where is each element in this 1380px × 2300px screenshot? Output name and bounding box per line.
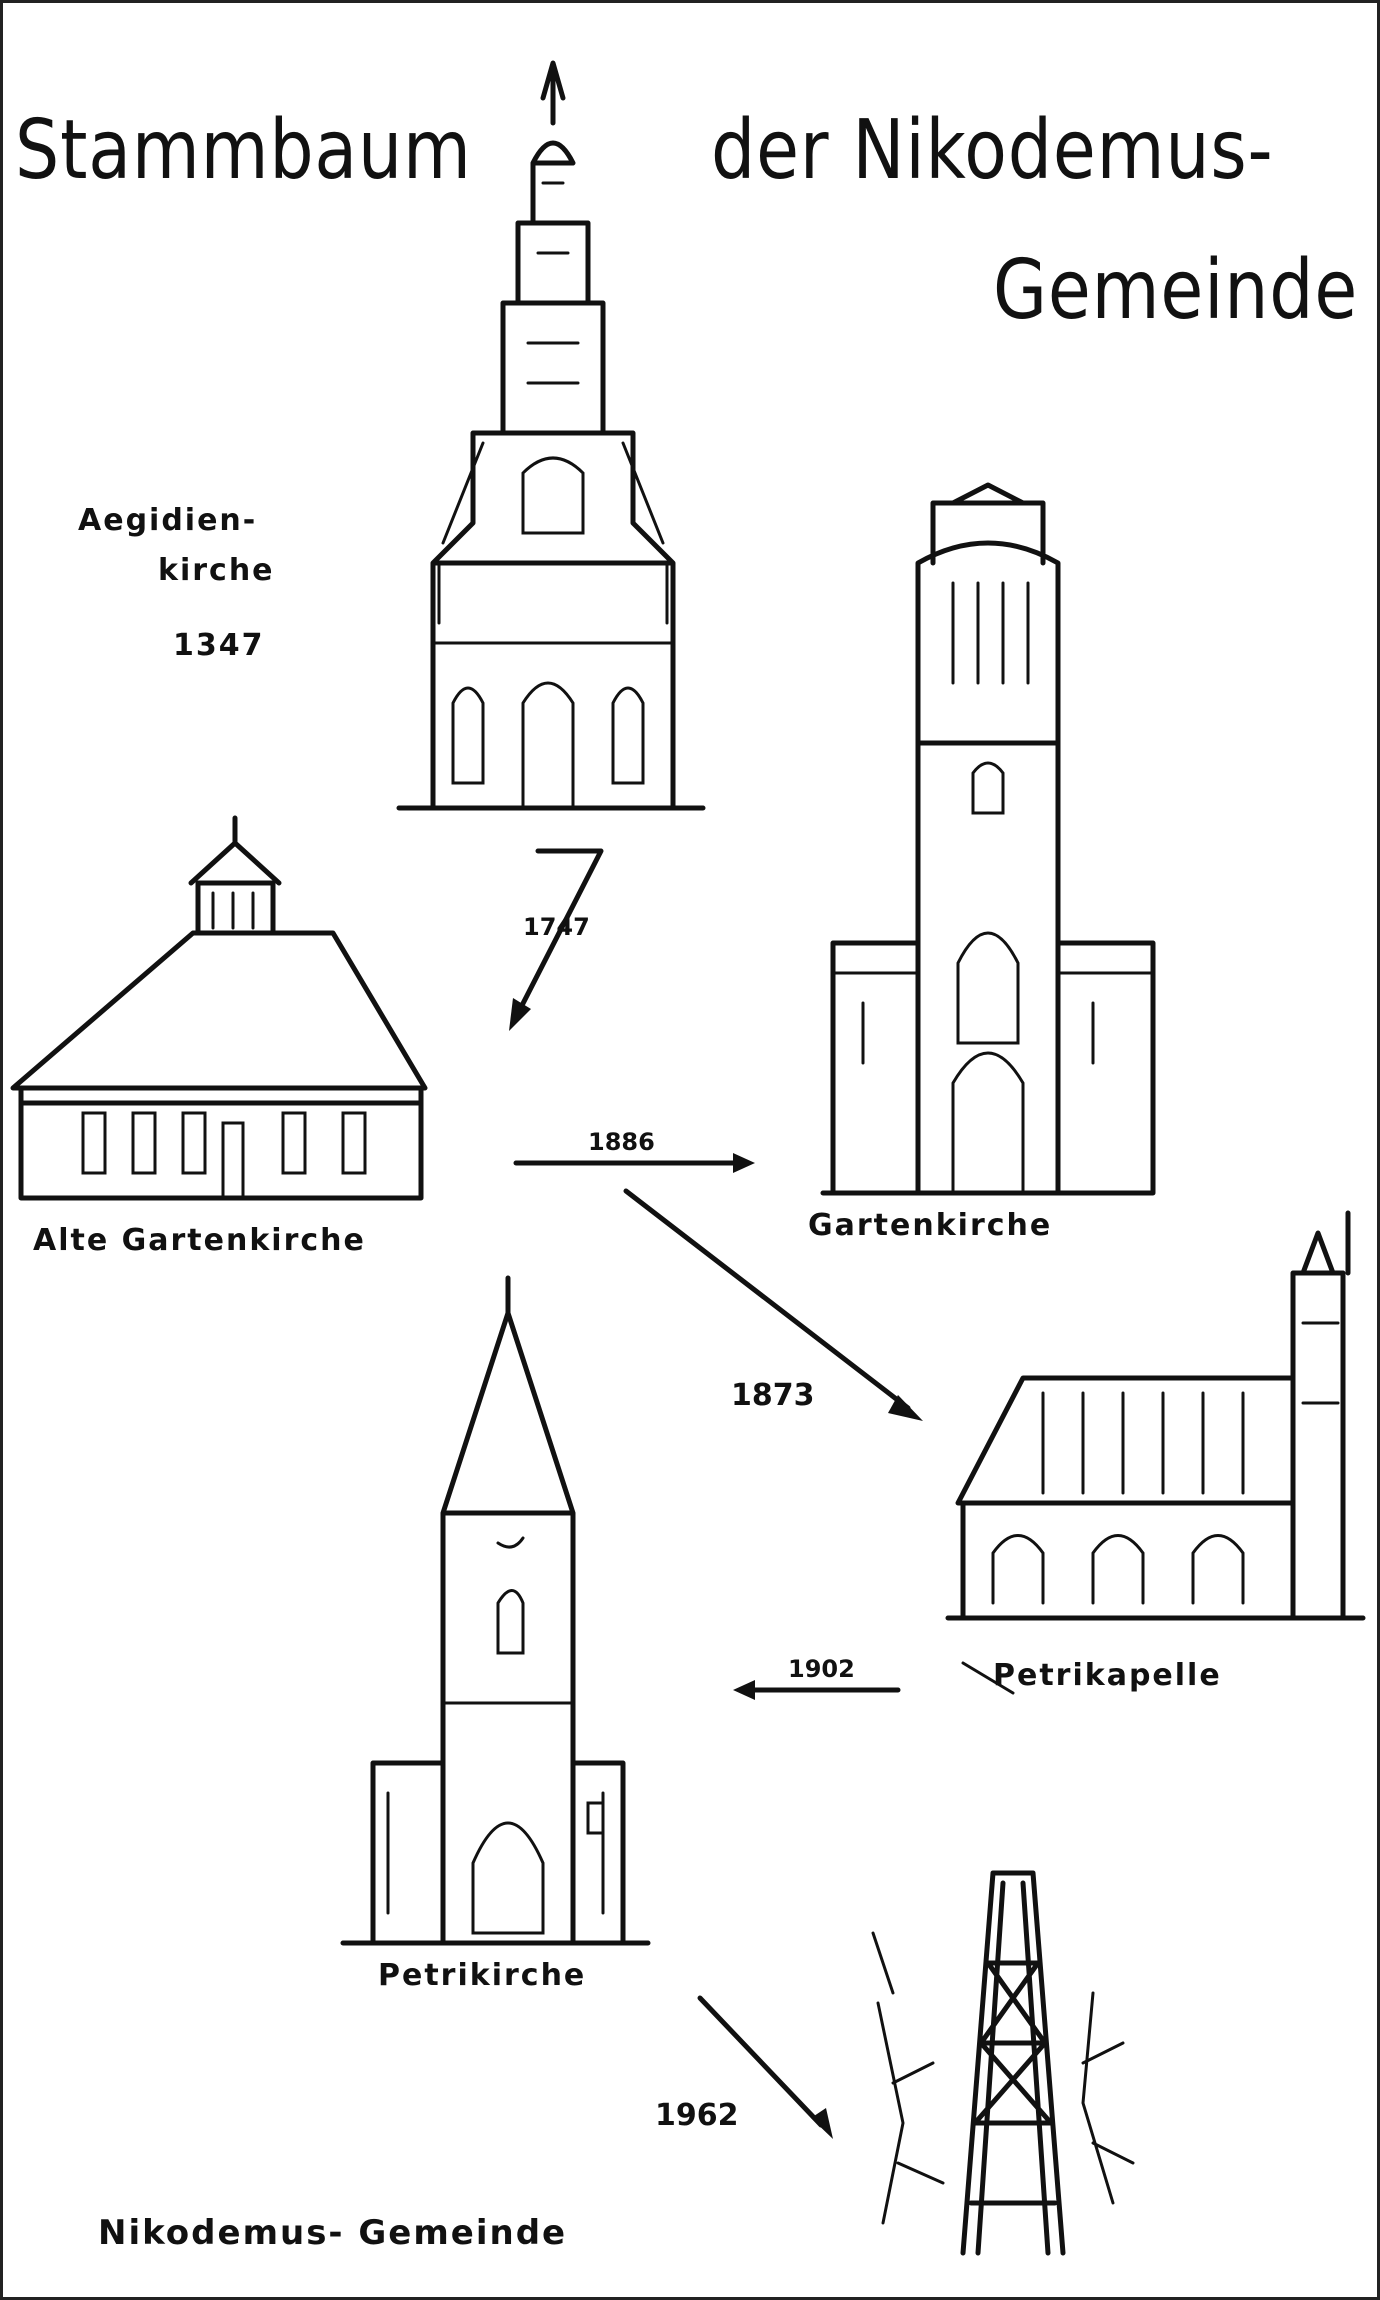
label-petrikapelle: Petrikapelle bbox=[993, 1658, 1222, 1693]
title-stammbaum: Stammbaum bbox=[15, 103, 472, 198]
arrow-1962 bbox=[697, 1995, 833, 2139]
label-petrikirche: Petrikirche bbox=[378, 1958, 587, 1993]
alte-gartenkirche-drawing bbox=[10, 815, 428, 1201]
label-aegidienkirche: Aegidien- bbox=[78, 503, 258, 538]
gartenkirche-drawing bbox=[820, 482, 1156, 1196]
title-gemeinde: Gemeinde bbox=[993, 243, 1359, 338]
label-aegidienkirche-year: 1347 bbox=[173, 628, 265, 663]
arrow-1747 bbox=[509, 848, 604, 1031]
arrow-1873 bbox=[623, 1188, 923, 1421]
year-1747: 1747 bbox=[523, 913, 590, 941]
label-alte-gartenkirche: Alte Gartenkirche bbox=[33, 1223, 366, 1258]
label-gartenkirche: Gartenkirche bbox=[808, 1208, 1053, 1243]
aegidienkirche-drawing bbox=[396, 60, 706, 811]
year-1873: 1873 bbox=[731, 1378, 815, 1413]
arrow-1886 bbox=[513, 1153, 755, 1173]
year-1886: 1886 bbox=[588, 1128, 655, 1156]
petrikapelle-drawing bbox=[945, 1210, 1366, 1695]
title-nikodemus: der Nikodemus- bbox=[711, 103, 1274, 198]
nikodemus-tower-drawing bbox=[871, 1870, 1135, 2256]
arrow-1902 bbox=[733, 1680, 901, 1700]
label-aegidienkirche-2: kirche bbox=[158, 553, 275, 588]
label-nikodemus-gemeinde: Nikodemus- Gemeinde bbox=[98, 2213, 568, 2253]
petrikirche-drawing bbox=[340, 1275, 651, 1946]
year-1962: 1962 bbox=[655, 2098, 739, 2133]
year-1902: 1902 bbox=[788, 1655, 855, 1683]
church-sketches bbox=[10, 60, 1366, 2256]
